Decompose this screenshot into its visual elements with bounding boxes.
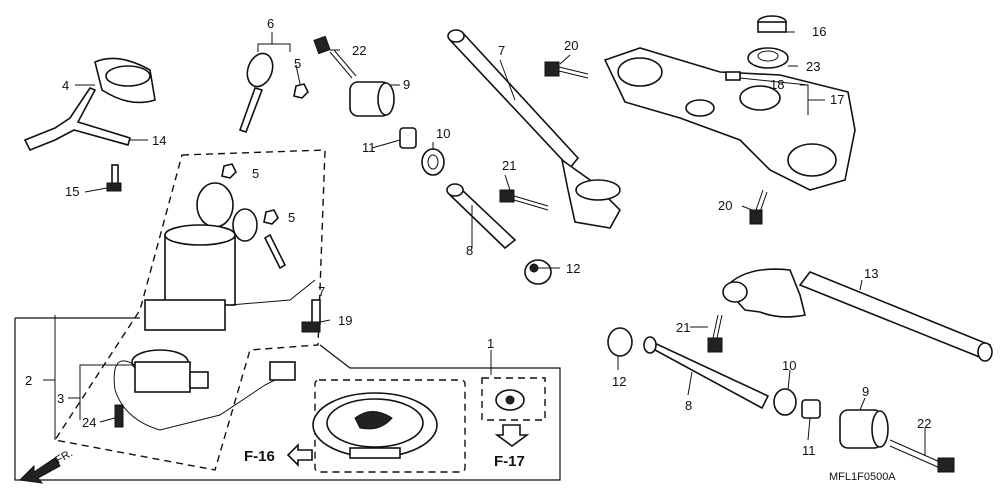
callout-2: 2 <box>25 373 32 388</box>
callout-18: 18 <box>770 77 784 92</box>
part-9-weight-top <box>349 81 395 117</box>
part-10-grommet-top <box>421 148 445 176</box>
callout-24: 24 <box>82 415 96 430</box>
callout-9-top: 9 <box>403 77 410 92</box>
part-3-switch <box>113 349 296 431</box>
callout-1: 1 <box>487 336 494 351</box>
part-8-rod-top <box>446 183 517 250</box>
part-22-bolt-top <box>313 35 357 79</box>
part-11-clip-bottom <box>801 399 821 419</box>
ignition-group-outline <box>53 149 326 471</box>
callout-15: 15 <box>65 184 79 199</box>
callout-20-top: 20 <box>564 38 578 53</box>
callout-3: 3 <box>57 391 64 406</box>
part-6-key <box>238 52 274 134</box>
f17-arrow <box>494 424 530 447</box>
callout-19: 19 <box>338 313 352 328</box>
part-22-bolt-bottom <box>889 439 955 473</box>
part-15-bolt <box>106 164 122 192</box>
f16-arrow <box>286 443 313 467</box>
part-10-grommet-bottom <box>773 388 797 416</box>
diagram-code: MFL1F0500A <box>829 471 896 483</box>
part-11-clip-top <box>399 127 417 149</box>
ref-f17: F-17 <box>494 453 525 470</box>
part-7-handlebar <box>447 29 621 229</box>
callout-21-top: 21 <box>502 158 516 173</box>
part-13-handlebar <box>722 268 993 362</box>
part-23-nut <box>747 47 789 69</box>
callout-23: 23 <box>806 59 820 74</box>
part-9-weight-bottom <box>839 409 889 449</box>
callout-21-bottom: 21 <box>676 320 690 335</box>
fr-arrow-icon <box>18 457 61 484</box>
ref-f16: F-16 <box>244 448 275 465</box>
part-21-bolt-bottom <box>707 314 723 353</box>
switch-box <box>481 377 546 421</box>
part-12-cap-bottom <box>607 327 633 357</box>
callout-12-bottom: 12 <box>612 374 626 389</box>
callout-20-bottom: 20 <box>718 198 732 213</box>
part-5-nut-top <box>293 83 309 99</box>
callout-16: 16 <box>812 24 826 39</box>
callout-6: 6 <box>267 16 274 31</box>
callout-11-bottom: 11 <box>802 443 816 458</box>
callout-10-bottom: 10 <box>782 358 796 373</box>
part-4-cover <box>94 57 156 104</box>
callout-8-bottom: 8 <box>685 398 692 413</box>
callout-12-top: 12 <box>566 261 580 276</box>
ignition-switch <box>144 163 287 331</box>
part-18-plate <box>725 71 741 81</box>
callout-4: 4 <box>62 78 69 93</box>
callout-7-top: 7 <box>498 43 505 58</box>
callout-7-mid: 7 <box>318 284 325 299</box>
callout-5-low: 5 <box>288 210 295 225</box>
callout-10-top: 10 <box>436 126 450 141</box>
leader-lines <box>43 31 926 456</box>
part-21-bolt-top <box>499 189 549 211</box>
fr-label: FR. <box>54 447 75 466</box>
part-16-cap <box>757 15 787 33</box>
part-8-rod-bottom <box>643 336 770 410</box>
part-24-screw <box>114 404 124 428</box>
callout-5-mid: 5 <box>252 166 259 181</box>
callout-8-top: 8 <box>466 243 473 258</box>
callout-22-bottom: 22 <box>917 416 931 431</box>
part-12-cap-top <box>524 259 552 285</box>
main-group-outline <box>14 317 561 481</box>
fuel-cap <box>312 392 438 459</box>
callout-5-top: 5 <box>294 56 301 71</box>
callout-13: 13 <box>864 266 878 281</box>
callout-17: 17 <box>830 92 844 107</box>
callout-9-bottom: 9 <box>862 384 869 399</box>
part-20-bolt-top <box>544 61 589 79</box>
part-14-bracket <box>23 87 131 152</box>
callout-22-top: 22 <box>352 43 366 58</box>
callout-11-top: 11 <box>362 140 376 155</box>
part-19-bolt <box>301 299 321 333</box>
part-1-switch <box>495 389 525 411</box>
callout-14: 14 <box>152 133 166 148</box>
part-20-bolt-bottom <box>749 189 768 225</box>
